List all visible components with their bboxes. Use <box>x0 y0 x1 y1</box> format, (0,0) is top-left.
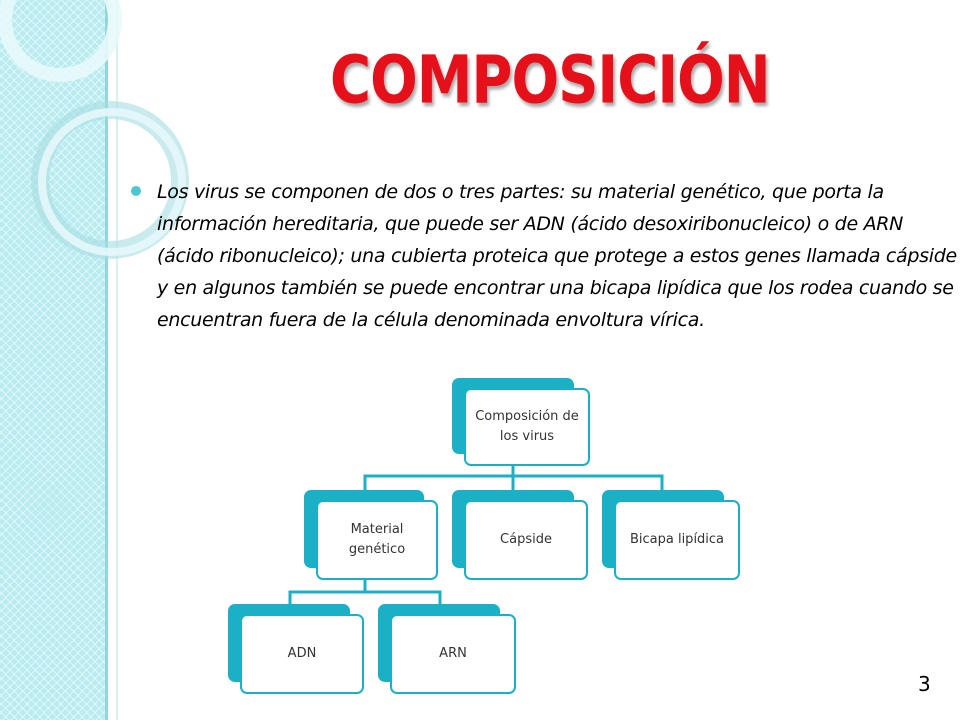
node-arn-label: ARN <box>390 614 516 694</box>
slide-body-text: Los virus se componen de dos o tres part… <box>157 181 957 331</box>
node-root: Composición de los virus <box>452 378 590 466</box>
decorative-circles <box>0 0 189 259</box>
page-number: 3 <box>918 672 931 696</box>
node-material-genetico: Material genético <box>304 490 438 580</box>
side-decoration-line <box>105 0 108 720</box>
node-adn-label: ADN <box>240 614 364 694</box>
node-material-genetico-label: Material genético <box>316 500 438 580</box>
side-decoration-line-thin <box>116 0 118 720</box>
node-root-label: Composición de los virus <box>464 388 590 466</box>
node-adn: ADN <box>228 604 364 694</box>
node-capside: Cápside <box>452 490 588 580</box>
node-arn: ARN <box>378 604 516 694</box>
node-capside-label: Cápside <box>464 500 588 580</box>
bullet-dot <box>131 186 141 196</box>
slide-title: COMPOSICIÓN <box>330 42 771 119</box>
node-bicapa-lipidica-label: Bicapa lipídica <box>614 500 740 580</box>
node-bicapa-lipidica: Bicapa lipídica <box>602 490 740 580</box>
